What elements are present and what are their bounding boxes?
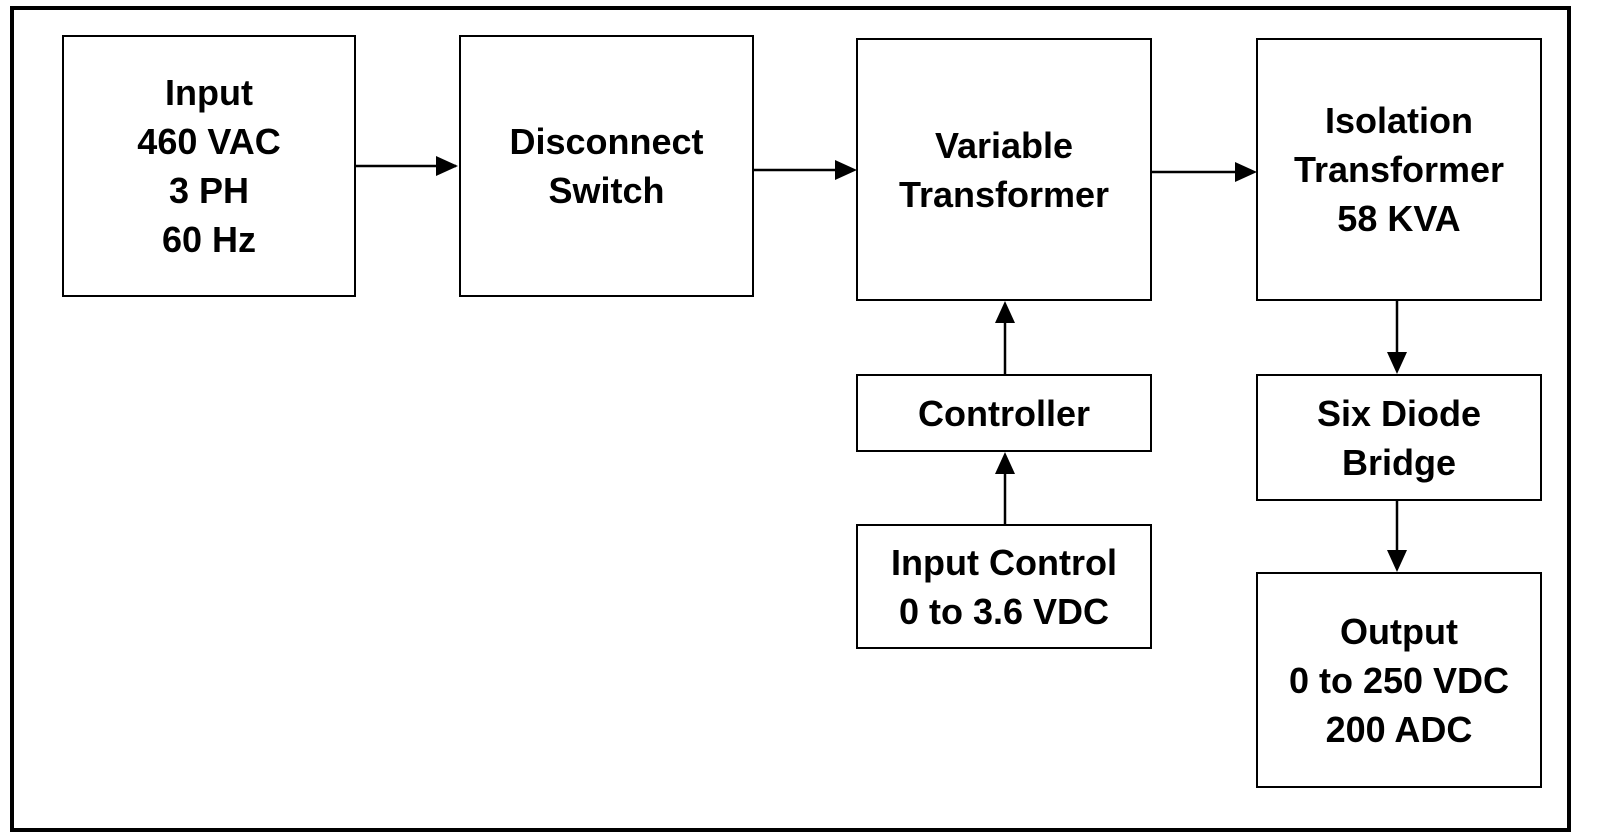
arrowhead-isolation-to-bridge xyxy=(1387,352,1407,374)
arrowhead-inputcontrol-to-controller xyxy=(995,452,1015,474)
arrowhead-input-to-disconnect xyxy=(436,156,458,176)
diagram-frame xyxy=(10,6,1571,832)
isolation-transformer-label: Isolation Transformer 58 KVA xyxy=(1293,100,1505,239)
disconnect-switch-label: Disconnect Switch xyxy=(509,121,704,211)
input-block-label: Input 460 VAC 3 PH 60 Hz xyxy=(137,72,281,260)
output-block-label: Output 0 to 250 VDC 200 ADC xyxy=(1288,610,1510,750)
input-control-block: Input Control 0 to 3.6 VDC xyxy=(856,524,1152,649)
arrowhead-controller-to-variable xyxy=(995,301,1015,323)
variable-transformer-block: Variable Transformer xyxy=(856,38,1152,301)
six-diode-bridge-block: Six Diode Bridge xyxy=(1256,374,1542,501)
controller-block: Controller xyxy=(856,374,1152,452)
arrowhead-bridge-to-output xyxy=(1387,550,1407,572)
six-diode-bridge-label: Six Diode Bridge xyxy=(1316,392,1482,483)
controller-label: Controller xyxy=(917,392,1090,434)
disconnect-switch-block: Disconnect Switch xyxy=(459,35,754,297)
variable-transformer-label: Variable Transformer xyxy=(898,124,1110,215)
input-block: Input 460 VAC 3 PH 60 Hz xyxy=(62,35,356,297)
input-control-label: Input Control 0 to 3.6 VDC xyxy=(891,541,1117,632)
output-block: Output 0 to 250 VDC 200 ADC xyxy=(1256,572,1542,788)
arrowhead-disconnect-to-variable xyxy=(835,160,857,180)
isolation-transformer-block: Isolation Transformer 58 KVA xyxy=(1256,38,1542,301)
arrowhead-variable-to-isolation xyxy=(1235,162,1257,182)
